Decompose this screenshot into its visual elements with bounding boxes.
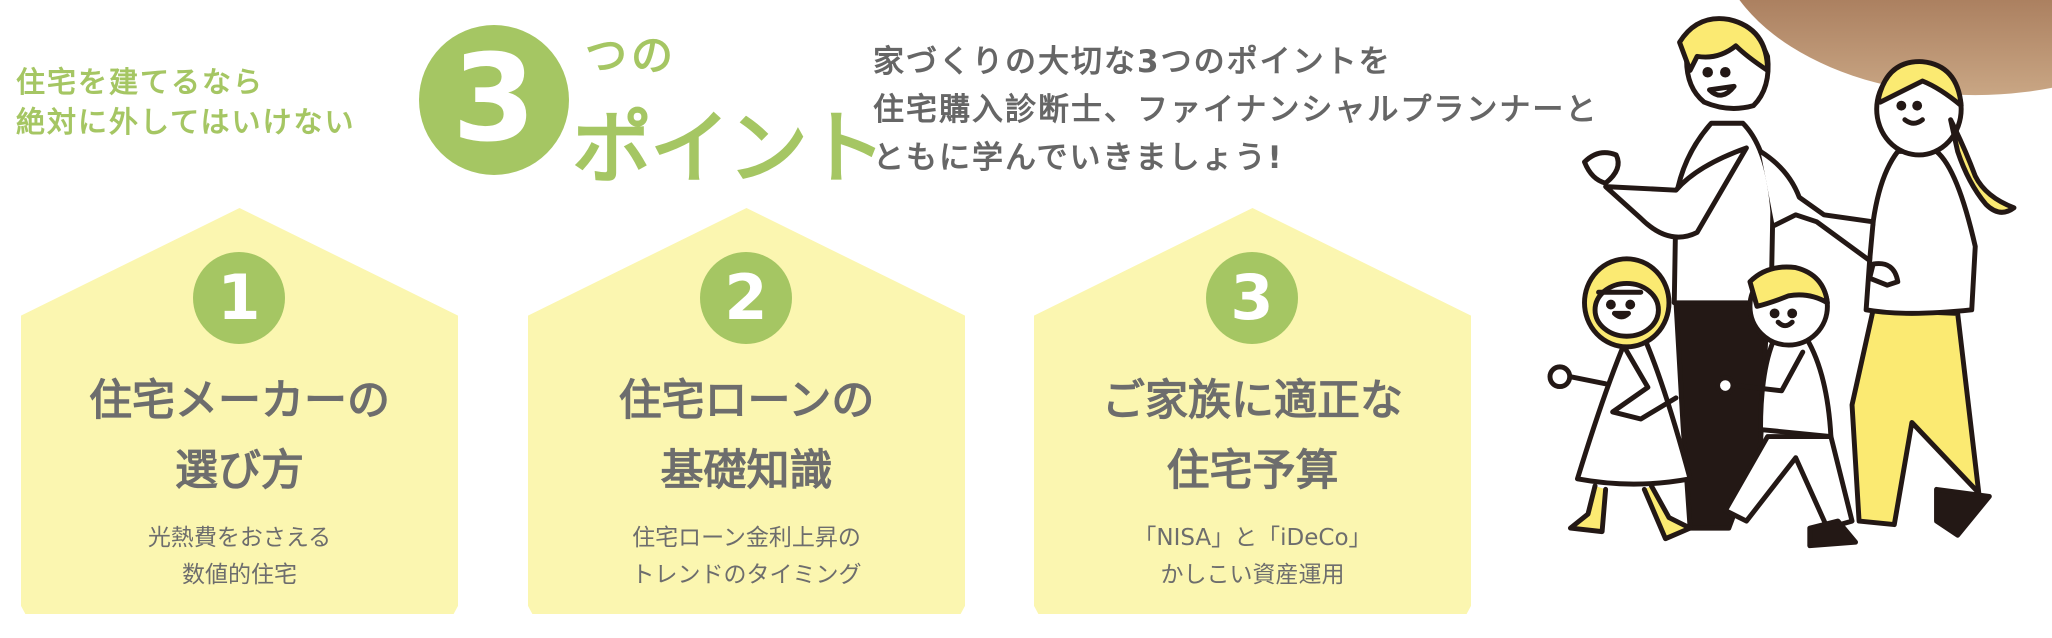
headline-number-badge: 3	[419, 25, 569, 175]
headline-suffix-small: つの	[585, 31, 678, 80]
point-title: 住宅メーカーの 選び方	[21, 366, 458, 506]
point-number-badge: 3	[1206, 252, 1298, 344]
point-subtitle: 光熱費をおさえる 数値的住宅	[21, 520, 458, 594]
point-title-line: 住宅ローンの	[618, 376, 875, 426]
girl-figure	[1547, 256, 1693, 542]
point-subtitle-line: トレンドのタイミング	[631, 562, 862, 588]
point-title: 住宅ローンの 基礎知識	[528, 366, 965, 506]
point-number-badge: 2	[700, 252, 792, 344]
point-card-2: 2 住宅ローンの 基礎知識 住宅ローン金利上昇の トレンドのタイミング	[528, 208, 965, 614]
point-title-line: 選び方	[175, 446, 304, 496]
point-subtitle-line: 住宅ローン金利上昇の	[632, 525, 861, 551]
point-card-3: 3 ご家族に適正な 住宅予算 「NISA」と「iDeCo」 かしこい資産運用	[1034, 208, 1471, 614]
point-subtitle-line: 「NISA」と「iDeCo」	[1133, 525, 1372, 551]
point-title: ご家族に適正な 住宅予算	[1034, 366, 1471, 506]
point-subtitle-line: 光熱費をおさえる	[147, 525, 332, 551]
intro-line-2: 住宅購入診断士、ファイナンシャルプランナーと	[873, 92, 1599, 128]
headline-lead-line-2: 絶対に外してはいけない	[16, 105, 356, 139]
point-title-line: 基礎知識	[660, 446, 833, 496]
mother-figure	[1849, 59, 2017, 538]
father-figure	[1582, 16, 1876, 531]
headline-lead-line-1: 住宅を建てるなら	[16, 65, 265, 99]
point-title-line: ご家族に適正な	[1102, 376, 1403, 426]
point-card-1: 1 住宅メーカーの 選び方 光熱費をおさえる 数値的住宅	[21, 208, 458, 614]
point-subtitle-line: かしこい資産運用	[1160, 562, 1345, 588]
intro-text: 家づくりの大切な3つのポイントを 住宅購入診断士、ファイナンシャルプランナーと …	[873, 38, 1598, 182]
boy-figure	[1715, 264, 1859, 549]
point-subtitle-line: 数値的住宅	[182, 562, 297, 588]
point-subtitle: 「NISA」と「iDeCo」 かしこい資産運用	[1034, 520, 1471, 594]
point-subtitle: 住宅ローン金利上昇の トレンドのタイミング	[528, 520, 965, 594]
intro-line-1: 家づくりの大切な3つのポイントを	[873, 44, 1392, 80]
headline-lead: 住宅を建てるなら 絶対に外してはいけない	[16, 62, 356, 142]
point-number-badge: 1	[193, 252, 285, 344]
intro-line-3: ともに学んでいきましょう!	[873, 140, 1284, 176]
interior-photo	[1739, 0, 2052, 96]
point-title-line: 住宅予算	[1166, 446, 1339, 496]
headline-suffix-large: ポイント	[572, 102, 886, 195]
family-illustration	[1547, 0, 2052, 549]
point-title-line: 住宅メーカーの	[89, 376, 390, 426]
